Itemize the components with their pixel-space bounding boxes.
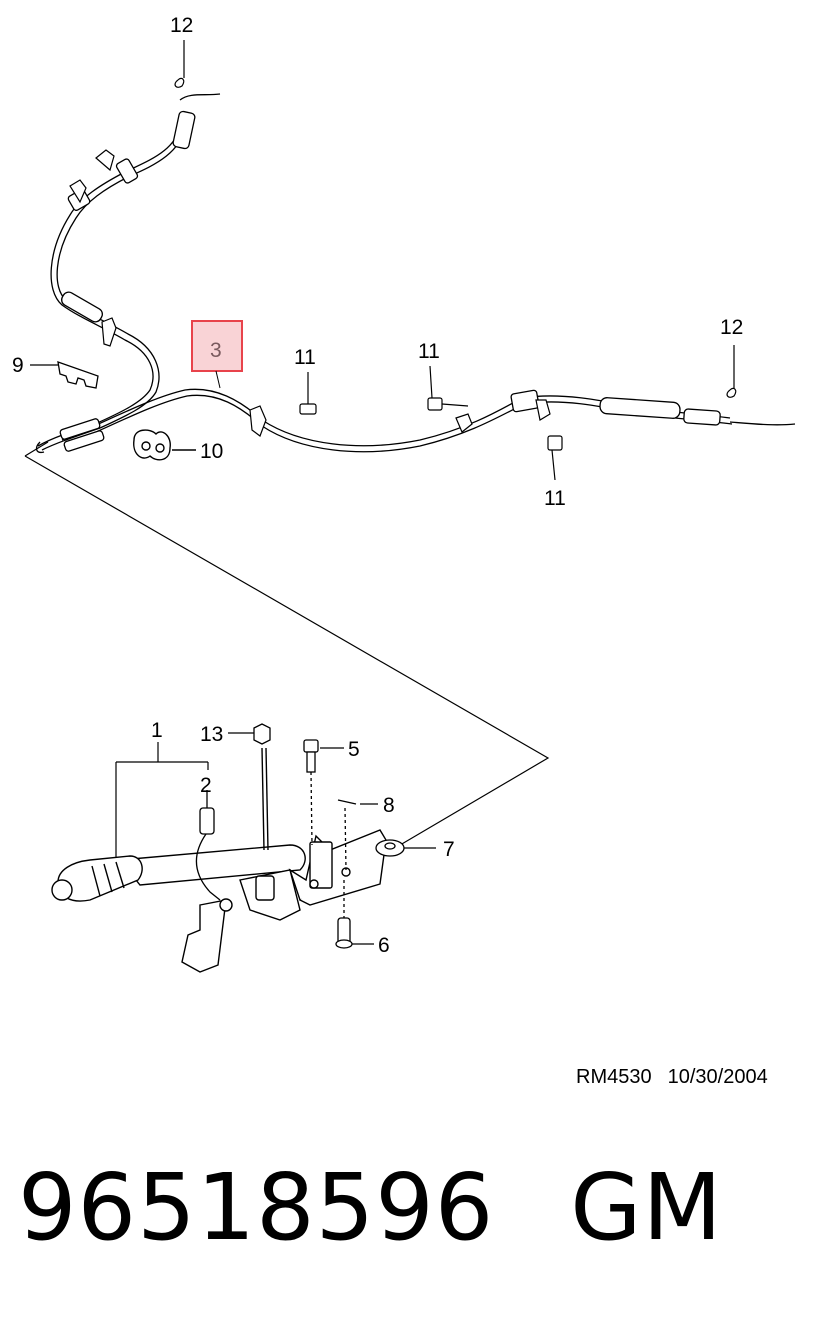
callout-11-c: 11 (544, 487, 566, 510)
drawing-date: 10/30/2004 (667, 1066, 768, 1088)
callout-7: 7 (443, 838, 455, 861)
cable-sleeves (59, 110, 721, 452)
callout-12-top: 12 (170, 14, 193, 37)
callout-2: 2 (200, 774, 212, 797)
brake-warning-switch (195, 790, 221, 901)
callout-9: 9 (12, 354, 24, 377)
callout-3: 3 (210, 339, 222, 362)
cable-clips (69, 149, 551, 437)
lever-mounting-bolt (303, 739, 344, 846)
hand-brake-lever-assembly (51, 747, 387, 973)
cable-grommet (133, 429, 196, 461)
retaining-clips (174, 40, 737, 398)
callout-1: 1 (151, 719, 163, 742)
adjuster-nut (228, 723, 271, 745)
floor-outline (24, 441, 550, 849)
cable-guide-bracket (30, 361, 99, 389)
callout-5: 5 (348, 738, 360, 761)
mounting-bolts (299, 365, 563, 481)
callout-8: 8 (383, 794, 395, 817)
part-3-highlight (191, 320, 243, 389)
callout-11-a: 11 (294, 346, 316, 369)
callout-6: 6 (378, 934, 390, 957)
brand-name: GM (570, 1154, 723, 1261)
callout-11-b: 11 (418, 340, 440, 363)
part-number: 96518596 (18, 1154, 495, 1261)
callout-13: 13 (200, 723, 223, 746)
cotter-pin (337, 799, 378, 871)
callout-12-right: 12 (720, 316, 743, 339)
drawing-code: RM4530 (576, 1066, 652, 1088)
drawing-reference: RM4530 10/30/2004 (576, 1066, 784, 1089)
clevis-pin (335, 880, 374, 949)
rear-brake-cable (35, 93, 796, 454)
callout-labels: 12 12 3 11 11 11 9 10 1 13 5 2 8 7 6 (12, 14, 743, 957)
part-1-leader (115, 742, 209, 858)
cable-washer (375, 839, 436, 857)
callout-10: 10 (200, 440, 223, 463)
